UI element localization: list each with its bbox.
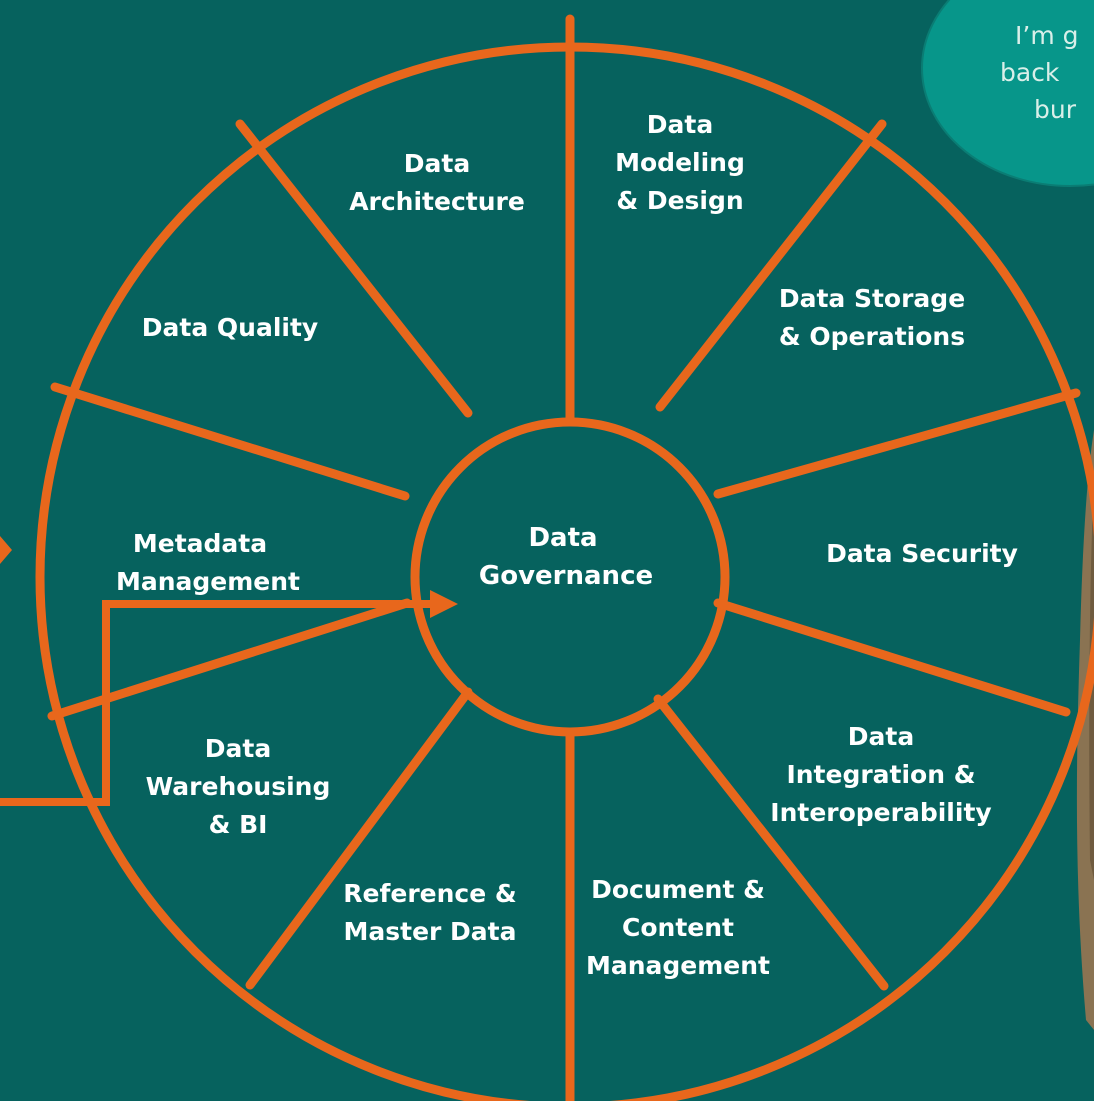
center-label: Data Governance — [479, 523, 653, 591]
segment-data-warehousing-bi: Data Warehousing & BI — [146, 734, 331, 839]
segment-label-line: Content — [622, 913, 734, 942]
segment-label-line: Architecture — [349, 187, 525, 216]
segment-label-line: Data — [205, 734, 271, 763]
segment-data-storage-operations: Data Storage & Operations — [779, 284, 965, 351]
segment-label-line: Reference & — [343, 879, 516, 908]
spoke-left-upper — [50, 382, 410, 501]
center-label-line-2: Governance — [479, 561, 653, 591]
spoke-right-upper — [713, 388, 1081, 499]
spoke-left-lower — [47, 598, 412, 721]
bubble-line-3: bur — [1034, 95, 1077, 124]
left-arrow-head-icon — [0, 536, 12, 564]
segment-label-line: & Design — [616, 186, 743, 215]
segment-label-line: Modeling — [615, 148, 745, 177]
segment-data-quality: Data Quality — [142, 313, 318, 342]
segment-label-line: Management — [116, 567, 300, 596]
bubble-line-2: back — [1000, 58, 1060, 87]
segment-label-line: Data Storage — [779, 284, 965, 313]
segment-data-security: Data Security — [826, 539, 1018, 568]
segment-document-content-management: Document & Content Management — [586, 875, 770, 980]
arrow-head-icon — [430, 590, 458, 618]
segment-label-line: Master Data — [343, 917, 516, 946]
segment-label-line: Data Quality — [142, 313, 318, 342]
segment-label-line: Integration & — [786, 760, 975, 789]
segment-label-line: Management — [586, 951, 770, 980]
center-label-line-1: Data — [528, 523, 597, 553]
segment-label-line: & BI — [209, 810, 268, 839]
spoke-lower-left — [245, 687, 473, 990]
segment-label-line: Data Security — [826, 539, 1018, 568]
wheel-ring — [35, 14, 1094, 1101]
connector-arrow — [0, 536, 458, 806]
spoke-lower-right — [653, 694, 889, 991]
segment-label-line: Data — [848, 722, 914, 751]
segment-label-line: Metadata — [133, 529, 267, 558]
segment-data-integration-interoperability: Data Integration & Interoperability — [770, 722, 991, 827]
bubble-line-1: I’m g — [1015, 21, 1079, 50]
segment-label-line: Interoperability — [770, 798, 991, 827]
segment-label-line: Document & — [591, 875, 765, 904]
segment-label-line: & Operations — [779, 322, 965, 351]
segment-reference-master-data: Reference & Master Data — [343, 879, 516, 946]
speech-bubble: I’m g back bur — [921, 0, 1094, 187]
spoke-right-lower — [713, 598, 1071, 717]
segment-label-line: Data — [647, 110, 713, 139]
segment-label-line: Warehousing — [146, 772, 331, 801]
spoke-upper-left — [235, 119, 473, 418]
segment-data-modeling-design: Data Modeling & Design — [615, 110, 745, 215]
segment-label-line: Data — [404, 149, 470, 178]
segment-data-architecture: Data Architecture — [349, 149, 525, 216]
segment-metadata-management: Metadata Management — [116, 529, 300, 596]
spoke-upper-right — [655, 119, 887, 412]
